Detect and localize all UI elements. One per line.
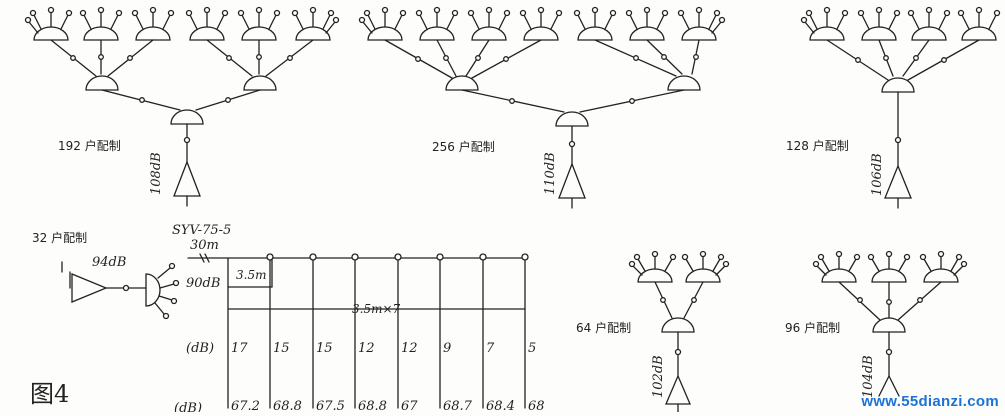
figure-label: 图4 (30, 380, 69, 408)
splitter-icon (919, 250, 968, 283)
tap-value: 12 (358, 341, 375, 356)
output-level: 67.2 (231, 399, 260, 412)
splitter-icon (867, 250, 911, 283)
tap-icon (436, 253, 444, 409)
splitter-icon (291, 6, 340, 41)
level-192: 108dB (149, 152, 164, 195)
amplifier-icon (665, 374, 691, 413)
amplifier-icon (173, 160, 201, 207)
label-192: 192 户配制 (58, 138, 121, 153)
cable-type: SYV-75-5 (172, 223, 231, 238)
splitter-icon (85, 75, 119, 91)
config-64 (628, 250, 730, 413)
splitter-icon (681, 250, 730, 283)
watermark: www.55dianzi.com (861, 393, 999, 410)
splitter-icon (881, 77, 915, 93)
output-level: 68.4 (486, 399, 515, 412)
splitter-icon (415, 6, 459, 41)
input-level: 90dB (186, 276, 220, 291)
total-span: 3.5m×7 (352, 302, 401, 316)
tap-icon (351, 253, 359, 409)
splitter-icon (170, 109, 204, 125)
tap-icon (479, 253, 487, 409)
tap-icon (266, 253, 274, 409)
trunk-line (187, 253, 529, 409)
label-96: 96 户配制 (785, 320, 840, 335)
tap-value: 5 (528, 341, 536, 356)
splitter-icon (872, 317, 906, 333)
output-level: 68 (528, 399, 545, 412)
splitter-icon (625, 6, 669, 41)
splitter-icon (79, 6, 123, 41)
label-128: 128 户配制 (786, 138, 849, 153)
label-64: 64 户配制 (576, 320, 631, 335)
config-192 (24, 6, 340, 207)
config-96 (812, 250, 968, 397)
splitter-icon (957, 6, 1001, 41)
output-level: 68.8 (273, 399, 302, 412)
tap-value: 7 (486, 341, 495, 356)
splitter-icon (628, 250, 677, 283)
tap-value: 17 (231, 341, 248, 356)
splitter-icon (519, 6, 563, 41)
splitter-icon (812, 250, 861, 283)
output-level: 68.7 (443, 399, 473, 412)
splitter-icon (907, 6, 951, 41)
level-256: 110dB (543, 152, 558, 195)
level-row-unit: (dB) (174, 401, 202, 412)
cable-length: 30m (190, 238, 219, 253)
tap-spacing: 3.5m (236, 268, 266, 282)
splitter-icon (661, 317, 695, 333)
splitter-icon (131, 6, 175, 41)
splitter-icon (243, 75, 277, 91)
splitter-icon (857, 6, 901, 41)
splitter-icon (24, 6, 73, 41)
splitter-icon (800, 6, 849, 41)
splitter-icon (573, 6, 617, 41)
splitter-icon (667, 75, 701, 91)
output-level: 67.5 (316, 399, 345, 412)
splitter-icon (467, 6, 511, 41)
tap-value: 15 (316, 341, 333, 356)
amplifier-icon (884, 164, 912, 209)
tap-icon (521, 253, 529, 261)
config-128 (800, 6, 1001, 209)
tap-icon (309, 253, 317, 409)
output-level: 68.8 (358, 399, 387, 412)
label-256: 256 户配制 (432, 139, 495, 154)
splitter-icon (555, 111, 589, 127)
amplifier-icon (558, 162, 586, 209)
splitter-icon (185, 6, 229, 41)
tap-values-row: 17 15 15 12 12 9 7 5 (231, 341, 536, 356)
config-32 (61, 261, 180, 320)
tap-icon (394, 253, 402, 409)
level-128: 106dB (870, 153, 885, 196)
splitter-icon (145, 262, 180, 320)
amplifier-icon (878, 375, 900, 397)
level-64: 102dB (651, 355, 666, 398)
label-32: 32 户配制 (32, 230, 87, 245)
output-level: 67 (401, 399, 418, 412)
output-levels-row: 67.2 68.8 67.5 68.8 67 68.7 68.4 68 (231, 399, 545, 414)
splitter-icon (677, 6, 726, 41)
config-256 (358, 6, 726, 209)
tap-row-unit: (dB) (186, 341, 214, 356)
splitter-icon (445, 75, 479, 91)
splitter-icon (358, 6, 407, 41)
splitter-icon (237, 6, 281, 41)
tap-value: 9 (443, 341, 451, 356)
level-96: 104dB (861, 355, 876, 398)
amplifier-icon (71, 273, 108, 303)
tap-value: 12 (401, 341, 418, 356)
tap-value: 15 (273, 341, 290, 356)
level-32: 94dB (92, 255, 126, 270)
